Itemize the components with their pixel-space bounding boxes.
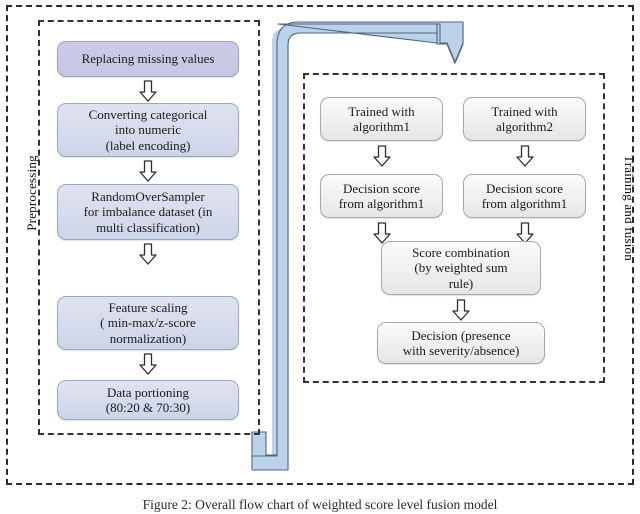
- group-label-preprocessing: Preprocessing: [24, 155, 39, 231]
- group-label-training: Training and fusion: [622, 155, 637, 261]
- node-label: Decision score from algorithm1: [481, 180, 568, 211]
- figure-caption: Figure 2: Overall flow chart of weighted…: [142, 497, 498, 512]
- node-data-portioning[interactable]: Data portioning (80:20 & 70:30): [57, 380, 239, 420]
- node-decision-score-right[interactable]: Decision score from algorithm1: [463, 174, 586, 218]
- node-label: Decision score from algorithm1: [338, 180, 425, 211]
- down-block-arrow-icon: [139, 243, 157, 265]
- node-label: Trained with algorithm1: [348, 103, 415, 134]
- node-decision-score-left[interactable]: Decision score from algorithm1: [320, 174, 443, 218]
- down-block-arrow-icon: [139, 160, 157, 182]
- figure-outer-frame: [6, 5, 634, 485]
- node-label: Decision (presence with severity/absence…: [402, 327, 520, 358]
- node-score-combination[interactable]: Score combination (by weighted sum rule): [381, 241, 541, 295]
- down-block-arrow-icon: [373, 145, 391, 167]
- node-label: RandomOverSampler for imbalance dataset …: [83, 189, 213, 235]
- node-label: Trained with algorithm2: [491, 103, 558, 134]
- node-label: Feature scaling ( min-max/z-score normal…: [100, 300, 196, 346]
- group-panel-preprocessing: [38, 20, 260, 435]
- node-label: Data portioning (80:20 & 70:30): [105, 384, 191, 415]
- down-block-arrow-icon: [452, 299, 470, 321]
- node-replacing-missing-values[interactable]: Replacing missing values: [57, 41, 239, 77]
- node-converting-categorical[interactable]: Converting categorical into numeric (lab…: [57, 103, 239, 157]
- node-random-over-sampler[interactable]: RandomOverSampler for imbalance dataset …: [57, 184, 239, 240]
- node-label: Converting categorical into numeric (lab…: [88, 107, 208, 153]
- node-final-decision[interactable]: Decision (presence with severity/absence…: [377, 322, 545, 364]
- down-block-arrow-icon: [516, 222, 534, 244]
- node-trained-algorithm2[interactable]: Trained with algorithm2: [463, 97, 586, 141]
- down-block-arrow-icon: [139, 80, 157, 102]
- down-block-arrow-icon: [516, 145, 534, 167]
- node-feature-scaling[interactable]: Feature scaling ( min-max/z-score normal…: [57, 296, 239, 350]
- node-label: Replacing missing values: [81, 51, 215, 67]
- node-trained-algorithm1[interactable]: Trained with algorithm1: [320, 97, 443, 141]
- down-block-arrow-icon: [139, 353, 157, 375]
- node-label: Score combination (by weighted sum rule): [412, 245, 510, 291]
- group-panel-training: [303, 73, 605, 383]
- down-block-arrow-icon: [373, 222, 391, 244]
